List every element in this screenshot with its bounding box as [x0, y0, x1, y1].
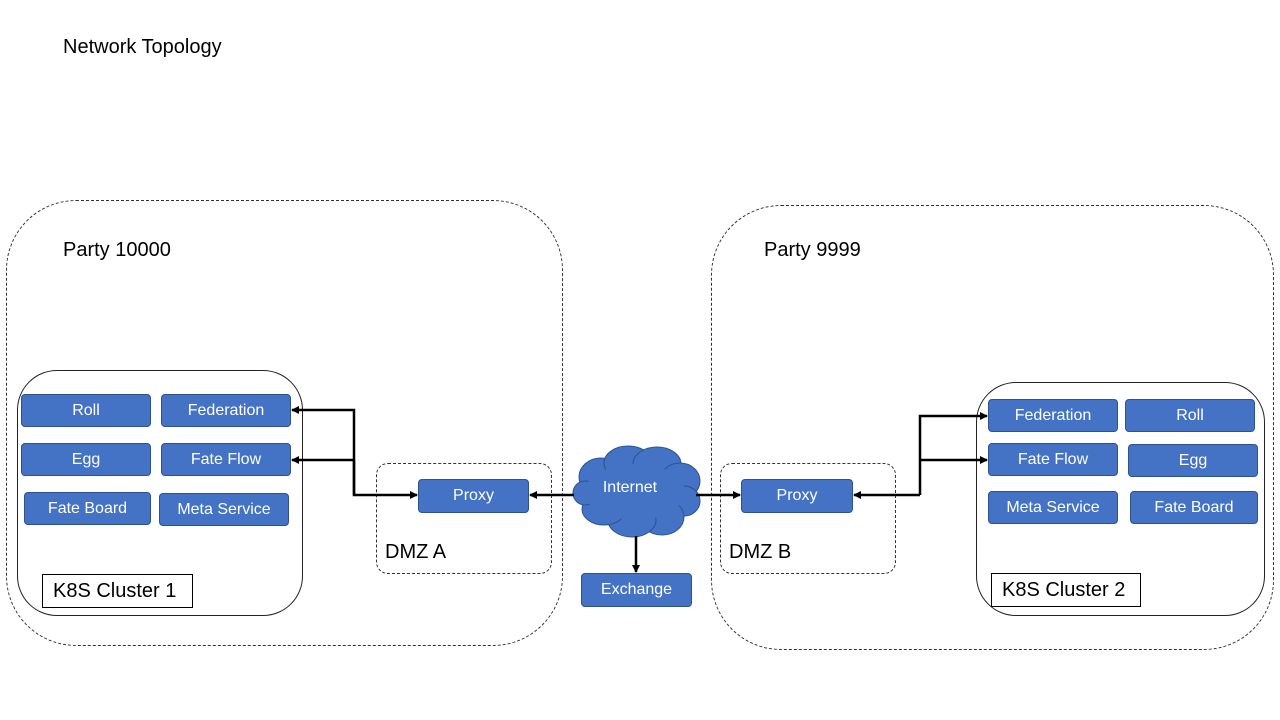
- dmz-a-label: DMZ A: [385, 541, 447, 563]
- party-9999-label: Party 9999: [764, 239, 861, 261]
- party-10000-label: Party 10000: [63, 239, 171, 261]
- k8s-cluster-1: [17, 370, 303, 616]
- cloud-icon: [572, 445, 701, 538]
- egg-node-a: Egg: [21, 443, 151, 476]
- exchange-node: Exchange: [581, 573, 692, 607]
- k8s-cluster-2: [976, 382, 1265, 616]
- internet-label: Internet: [602, 479, 658, 496]
- k8s-cluster-2-label: K8S Cluster 2: [991, 573, 1141, 607]
- meta-service-node-b: Meta Service: [988, 491, 1118, 524]
- roll-node-a: Roll: [21, 394, 151, 427]
- fate-flow-node-b: Fate Flow: [988, 443, 1118, 476]
- meta-service-node-a: Meta Service: [159, 493, 289, 526]
- connector-federation-a: [291, 406, 356, 495]
- federation-node-b: Federation: [988, 399, 1118, 432]
- dmz-a: [376, 463, 552, 574]
- fate-board-node-a: Fate Board: [24, 492, 151, 525]
- proxy-node-b: Proxy: [741, 479, 853, 513]
- fate-board-node-b: Fate Board: [1130, 491, 1258, 524]
- party-10000-boundary: [6, 200, 563, 646]
- proxy-node-a: Proxy: [418, 479, 529, 513]
- fate-flow-node-a: Fate Flow: [161, 443, 291, 476]
- roll-node-b: Roll: [1125, 399, 1255, 432]
- connector-federation-b: [918, 412, 988, 495]
- egg-node-b: Egg: [1128, 444, 1258, 477]
- dmz-b: [720, 463, 896, 574]
- federation-node-a: Federation: [161, 394, 291, 427]
- connector-to-proxy-a: [352, 460, 418, 499]
- k8s-cluster-1-label: K8S Cluster 1: [42, 574, 193, 608]
- party-9999-boundary: [711, 205, 1274, 650]
- diagram-title: Network Topology: [63, 36, 222, 58]
- dmz-b-label: DMZ B: [729, 541, 792, 563]
